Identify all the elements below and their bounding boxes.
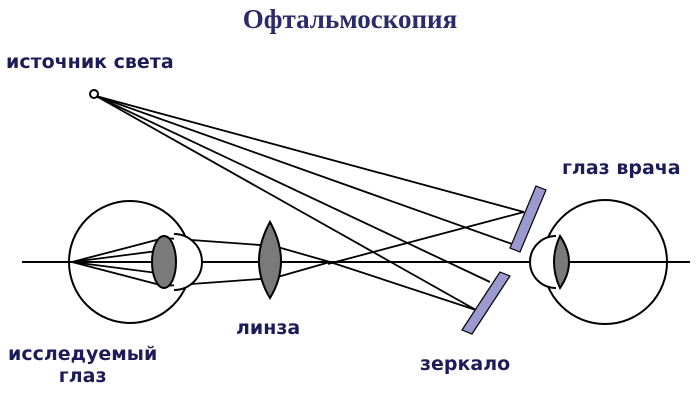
reflected-rays bbox=[327, 211, 525, 311]
patient-crystalline-lens bbox=[151, 235, 177, 289]
doctor-crystalline-lens bbox=[553, 233, 570, 291]
patient-cornea bbox=[173, 233, 203, 291]
label-light-source: источник света bbox=[6, 51, 174, 73]
label-patient-eye-line1: исследуемый bbox=[8, 343, 158, 365]
label-doctor-eye: глаз врача bbox=[562, 157, 681, 179]
light-rays-to-mirror bbox=[95, 95, 525, 311]
label-lens: линза bbox=[236, 317, 301, 339]
mirror-upper bbox=[509, 185, 547, 253]
patient-eye bbox=[68, 200, 203, 324]
doctor-eye bbox=[529, 199, 668, 325]
mirror-lower bbox=[461, 271, 511, 335]
light-source-icon bbox=[89, 89, 99, 99]
label-patient-eye-line2: глаз bbox=[58, 364, 107, 387]
mirror bbox=[461, 185, 547, 335]
label-mirror: зеркало bbox=[420, 353, 511, 375]
doctor-cornea bbox=[529, 235, 557, 289]
diagram-title: Офтальмоскопия bbox=[242, 4, 458, 34]
biconvex-lens bbox=[258, 219, 282, 300]
label-patient-eye: исследуемый глаз bbox=[8, 343, 158, 388]
